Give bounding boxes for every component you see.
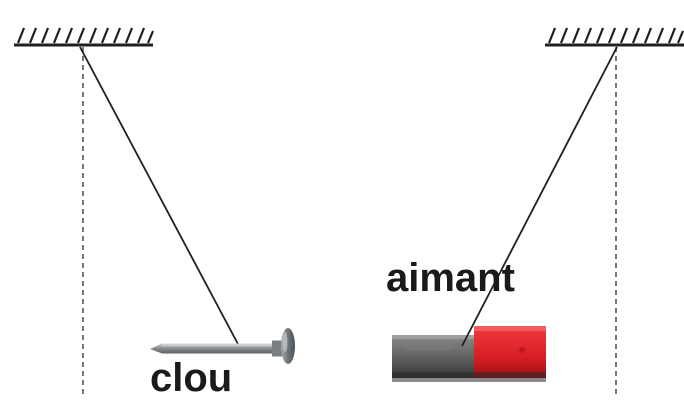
magnet-image xyxy=(392,326,546,382)
nail-label: clou xyxy=(150,356,233,400)
nail-thread xyxy=(79,46,240,347)
nail-image xyxy=(150,328,295,364)
magnet-thread xyxy=(461,46,618,347)
left-ceiling-support xyxy=(14,27,155,47)
right-ceiling-support xyxy=(545,27,684,47)
magnet-label: aimant xyxy=(386,256,515,300)
